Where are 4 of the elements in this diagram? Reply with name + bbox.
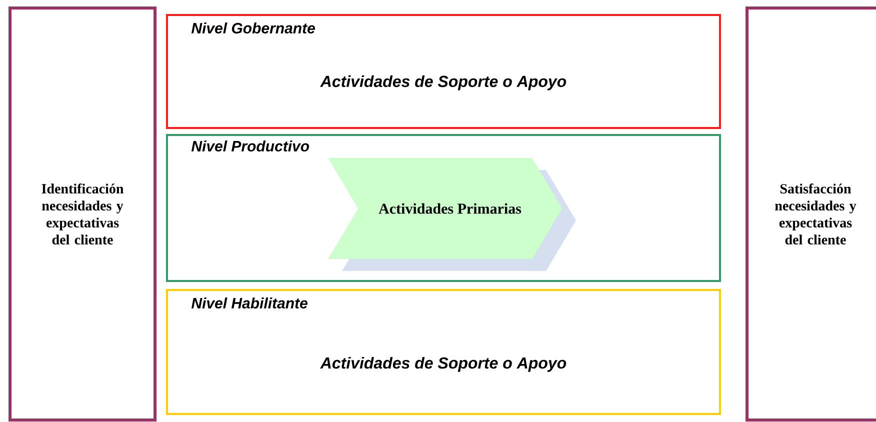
level-box: Nivel Habilitante Actividades de Soporte o Apoyo bbox=[166, 289, 721, 415]
column-box: Satisfacción necesidades y expectativas del cliente bbox=[746, 6, 876, 422]
level-box: Nivel Gobernante Actividades de Soporte o Apoyo bbox=[166, 14, 721, 129]
column-box: Identificación necesidades y expectativas del cliente bbox=[8, 6, 156, 422]
